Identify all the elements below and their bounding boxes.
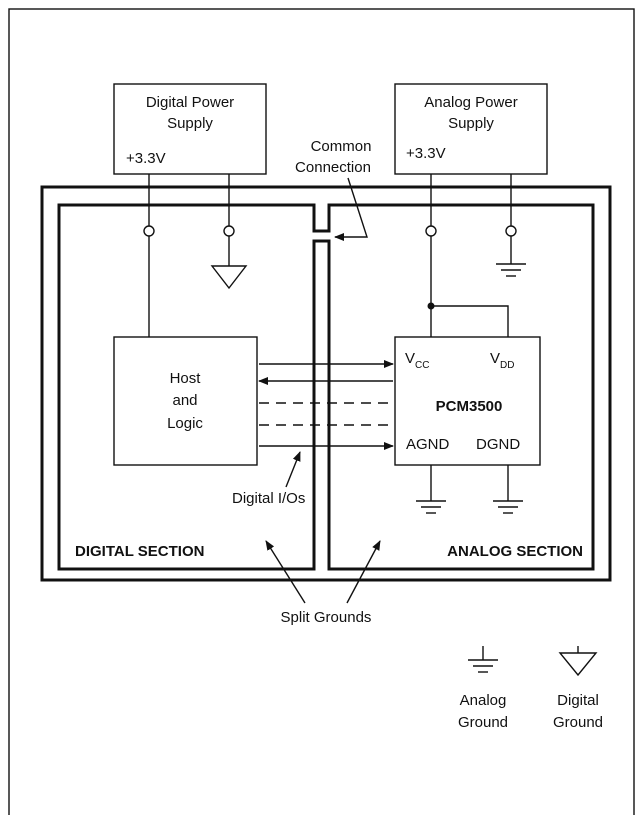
analog-section-label: ANALOG SECTION <box>447 543 583 560</box>
digital-ground-icon <box>558 646 598 677</box>
digital-supply-box <box>113 83 267 175</box>
digital-ios-arrow <box>285 451 301 488</box>
legend-analog-ground: Analog Ground <box>458 646 508 731</box>
analog-plus-terminal <box>425 225 437 237</box>
digital-section-label: DIGITAL SECTION <box>75 543 204 560</box>
split-grounds-arrow-right <box>346 540 381 604</box>
analog-ground-icon <box>468 646 498 673</box>
split-ground-inner-edge <box>57 203 595 571</box>
analog-supply-box <box>394 83 548 175</box>
pin-agnd-label: AGND <box>406 436 450 453</box>
host-logic-line1: Host <box>170 370 202 387</box>
analog-ground-symbol-supply <box>496 236 526 277</box>
vdd-branch-wire <box>431 305 509 337</box>
pin-vcc-label: VCC <box>405 350 429 371</box>
pcm3500-box <box>394 336 541 466</box>
split-grounds-arrow-left <box>265 540 306 604</box>
digital-plus-terminal <box>143 225 155 237</box>
host-and-logic-block: Host and Logic <box>113 336 258 466</box>
dgnd-ground-symbol <box>493 465 523 514</box>
chip-name: PCM3500 <box>436 398 503 415</box>
split-grounds-label: Split Grounds <box>281 609 372 626</box>
digital-ground-symbol <box>210 265 248 290</box>
pcm3500-chip: VCC VDD PCM3500 AGND DGND <box>394 336 541 466</box>
pin-dgnd-label: DGND <box>476 436 520 453</box>
agnd-ground-symbol <box>416 465 446 514</box>
digital-supply-title-line2: Supply <box>167 115 213 132</box>
digital-ios-label: Digital I/Os <box>232 490 305 507</box>
digital-supply-title-line1: Digital Power <box>146 94 234 111</box>
host-logic-box <box>113 336 258 466</box>
legend-digital-ground: Digital Ground <box>553 646 603 731</box>
ground-plane-outer-edge <box>40 185 612 582</box>
legend-digital-line1: Digital <box>557 692 599 709</box>
legend-analog-line2: Ground <box>458 714 508 731</box>
analog-supply-title-line1: Analog Power <box>424 94 517 111</box>
common-connection-line1: Common <box>311 138 372 155</box>
digital-power-supply: Digital Power Supply +3.3V <box>113 83 267 175</box>
analog-supply-voltage: +3.3V <box>406 145 446 162</box>
pin-vdd-label: VDD <box>490 350 514 371</box>
analog-supply-title-line2: Supply <box>448 115 494 132</box>
common-connection-arrow <box>334 177 368 241</box>
digital-supply-voltage: +3.3V <box>126 150 166 167</box>
legend-digital-line2: Ground <box>553 714 603 731</box>
analog-gnd-terminal <box>505 225 517 237</box>
analog-power-supply: Analog Power Supply +3.3V <box>394 83 548 175</box>
host-logic-line3: Logic <box>167 415 203 432</box>
outer-frame <box>8 8 635 815</box>
legend-analog-line1: Analog <box>460 692 507 709</box>
common-connection-line2: Connection <box>295 159 371 176</box>
host-logic-line2: and <box>172 392 197 409</box>
digital-gnd-terminal <box>223 225 235 237</box>
